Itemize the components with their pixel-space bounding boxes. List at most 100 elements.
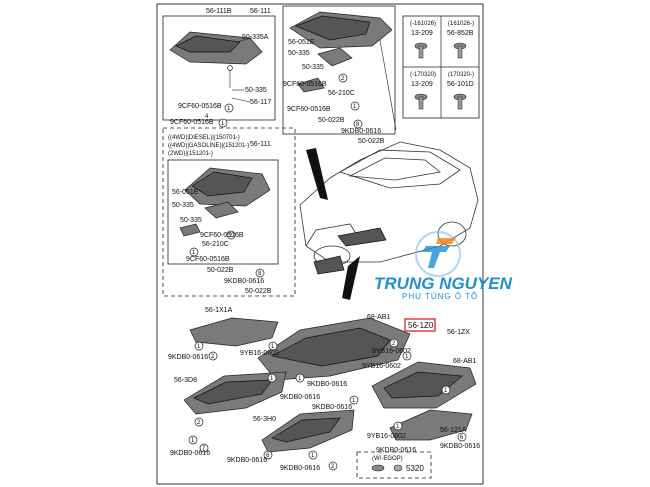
svg-text:9KDB0-0616: 9KDB0-0616 (312, 404, 352, 411)
svg-text:1: 1 (221, 121, 225, 127)
svg-text:56-101D: 56-101D (447, 81, 474, 88)
svg-text:56-852B: 56-852B (447, 30, 474, 37)
svg-text:50-335: 50-335 (288, 50, 310, 57)
svg-text:50-335: 50-335 (172, 202, 194, 209)
svg-text:(-161026): (-161026) (410, 21, 436, 27)
label-56-111: 56-111 (250, 8, 271, 15)
svg-text:9YB16-0602: 9YB16-0602 (362, 363, 401, 370)
brand-name: TRUNG NGUYEN (374, 274, 513, 293)
svg-text:56-051E: 56-051E (288, 39, 315, 46)
svg-text:9KDB0-0616: 9KDB0-0616 (168, 354, 208, 361)
svg-text:5320: 5320 (406, 464, 424, 473)
svg-text:2: 2 (197, 420, 201, 426)
svg-text:1: 1 (311, 453, 315, 459)
svg-text:(170320-): (170320-) (448, 72, 474, 78)
label-56-111b: 56-111B (206, 8, 232, 15)
svg-text:56-111: 56-111 (250, 141, 271, 148)
svg-text:9KDB0-0616: 9KDB0-0616 (440, 443, 480, 450)
svg-text:9KDB0-0616: 9KDB0-0616 (224, 278, 264, 285)
svg-text:((4WD)|DIESEL)|(150701-): ((4WD)|DIESEL)|(150701-) (168, 135, 240, 141)
svg-text:56-051E: 56-051E (172, 189, 199, 196)
clip-icon (371, 464, 385, 472)
brand-tagline: PHỤ TÙNG Ô TÔ (402, 292, 478, 301)
clip-icon (414, 42, 467, 110)
svg-text:7: 7 (202, 446, 206, 452)
svg-text:2: 2 (392, 341, 396, 347)
svg-text:8: 8 (258, 271, 262, 277)
brand-logo-icon (415, 231, 461, 277)
svg-text:56-1ZX: 56-1ZX (447, 329, 470, 336)
svg-text:9KDB0-0616: 9KDB0-0616 (376, 447, 416, 454)
svg-text:6: 6 (460, 435, 464, 441)
svg-text:2: 2 (341, 76, 345, 82)
svg-text:9KDB0-0616: 9KDB0-0616 (227, 457, 267, 464)
highlighted-part-number: 56-1Z0 (408, 321, 434, 330)
svg-text:1: 1 (298, 376, 302, 382)
svg-text:1: 1 (353, 104, 357, 110)
top-mid-part-box: 56-111 56-051E 50-335 50-335 2 9CF60-051… (250, 5, 397, 145)
svg-text:68-AB1: 68-AB1 (453, 358, 476, 365)
svg-text:1: 1 (192, 250, 196, 256)
label-50-335a: 50-335A (242, 34, 269, 41)
clip-variants-table: (-161026) 13-209 (161026-) 56-852B (-170… (402, 15, 480, 119)
svg-text:9KDB0-0616: 9KDB0-0616 (307, 381, 347, 388)
svg-text:6: 6 (266, 453, 270, 459)
svg-text:56-121A: 56-121A (440, 427, 467, 434)
svg-text:9CF60-0516B: 9CF60-0516B (283, 81, 327, 88)
svg-text:9YB16-0602: 9YB16-0602 (367, 433, 406, 440)
svg-text:9CF60-0516B: 9CF60-0516B (287, 106, 331, 113)
svg-text:50-022B: 50-022B (245, 288, 272, 295)
top-left-part-box: 56-111B 50-335A 50-335 56-117 9CF60-0516… (162, 8, 276, 128)
svg-text:(161026-): (161026-) (448, 21, 474, 27)
svg-text:56-210C: 56-210C (328, 90, 355, 97)
vehicle-illustration (299, 141, 479, 300)
svg-text:1: 1 (271, 344, 275, 350)
svg-text:13-209: 13-209 (411, 81, 433, 88)
outer-frame (156, 3, 484, 485)
svg-text:8: 8 (356, 122, 360, 128)
svg-text:2: 2 (211, 354, 215, 360)
svg-text:50-335: 50-335 (180, 217, 202, 224)
label-9cf60-0516b-a: 9CF60-0516B (178, 103, 222, 110)
label-50-335: 50-335 (245, 87, 267, 94)
svg-text:68-AB1: 68-AB1 (367, 314, 390, 321)
clip-icon (393, 464, 403, 472)
svg-text:(W/-EGOP): (W/-EGOP) (372, 456, 403, 462)
svg-text:9CF60-0516B: 9CF60-0516B (200, 232, 244, 239)
svg-text:13-209: 13-209 (411, 30, 433, 37)
svg-text:1: 1 (396, 424, 400, 430)
svg-text:1: 1 (444, 388, 448, 394)
svg-text:50-022B: 50-022B (358, 138, 385, 145)
svg-text:56-3D8: 56-3D8 (174, 377, 197, 384)
svg-text:9YB16-0602: 9YB16-0602 (372, 348, 411, 355)
brand-watermark: TRUNG NGUYEN PHỤ TÙNG Ô TÔ (374, 231, 513, 301)
svg-text:1: 1 (227, 106, 231, 112)
svg-text:(2WD)|(151201-): (2WD)|(151201-) (168, 151, 213, 157)
variant-part-box: ((4WD)|DIESEL)|(150701-) ((4WD)|GASOLINE… (162, 127, 296, 297)
highlight-box (404, 318, 436, 332)
svg-text:1: 1 (405, 354, 409, 360)
svg-text:9KDB0-0616: 9KDB0-0616 (280, 394, 320, 401)
svg-text:50-335: 50-335 (302, 64, 324, 71)
svg-text:1: 1 (191, 438, 195, 444)
svg-text:4: 4 (205, 114, 209, 120)
label-9cf60-0516b-b: 9CF60-0516B (170, 119, 214, 126)
svg-text:56-210C: 56-210C (202, 241, 229, 248)
lower-assembly: 56-1X1A 1 9KDB0-0616 2 1 9YB16-0602 68-A… (168, 307, 480, 479)
svg-text:1: 1 (197, 344, 201, 350)
svg-text:50-022B: 50-022B (318, 117, 345, 124)
svg-text:9CF60-0516B: 9CF60-0516B (186, 256, 230, 263)
svg-text:9YB16-0602: 9YB16-0602 (240, 350, 279, 357)
svg-text:50-022B: 50-022B (207, 267, 234, 274)
svg-text:9KDB0-0616: 9KDB0-0616 (170, 450, 210, 457)
svg-text:56-3H0: 56-3H0 (253, 416, 276, 423)
svg-text:56-1X1A: 56-1X1A (205, 307, 233, 314)
svg-text:1: 1 (352, 398, 356, 404)
svg-text:2: 2 (229, 233, 233, 239)
svg-text:2: 2 (331, 464, 335, 470)
svg-text:9KDB0-0616: 9KDB0-0616 (280, 465, 320, 472)
svg-text:9KDB0-0616: 9KDB0-0616 (341, 128, 381, 135)
svg-text:1: 1 (270, 376, 274, 382)
svg-text:((4WD)|GASOLINE)|(151201-): ((4WD)|GASOLINE)|(151201-) (168, 143, 249, 149)
